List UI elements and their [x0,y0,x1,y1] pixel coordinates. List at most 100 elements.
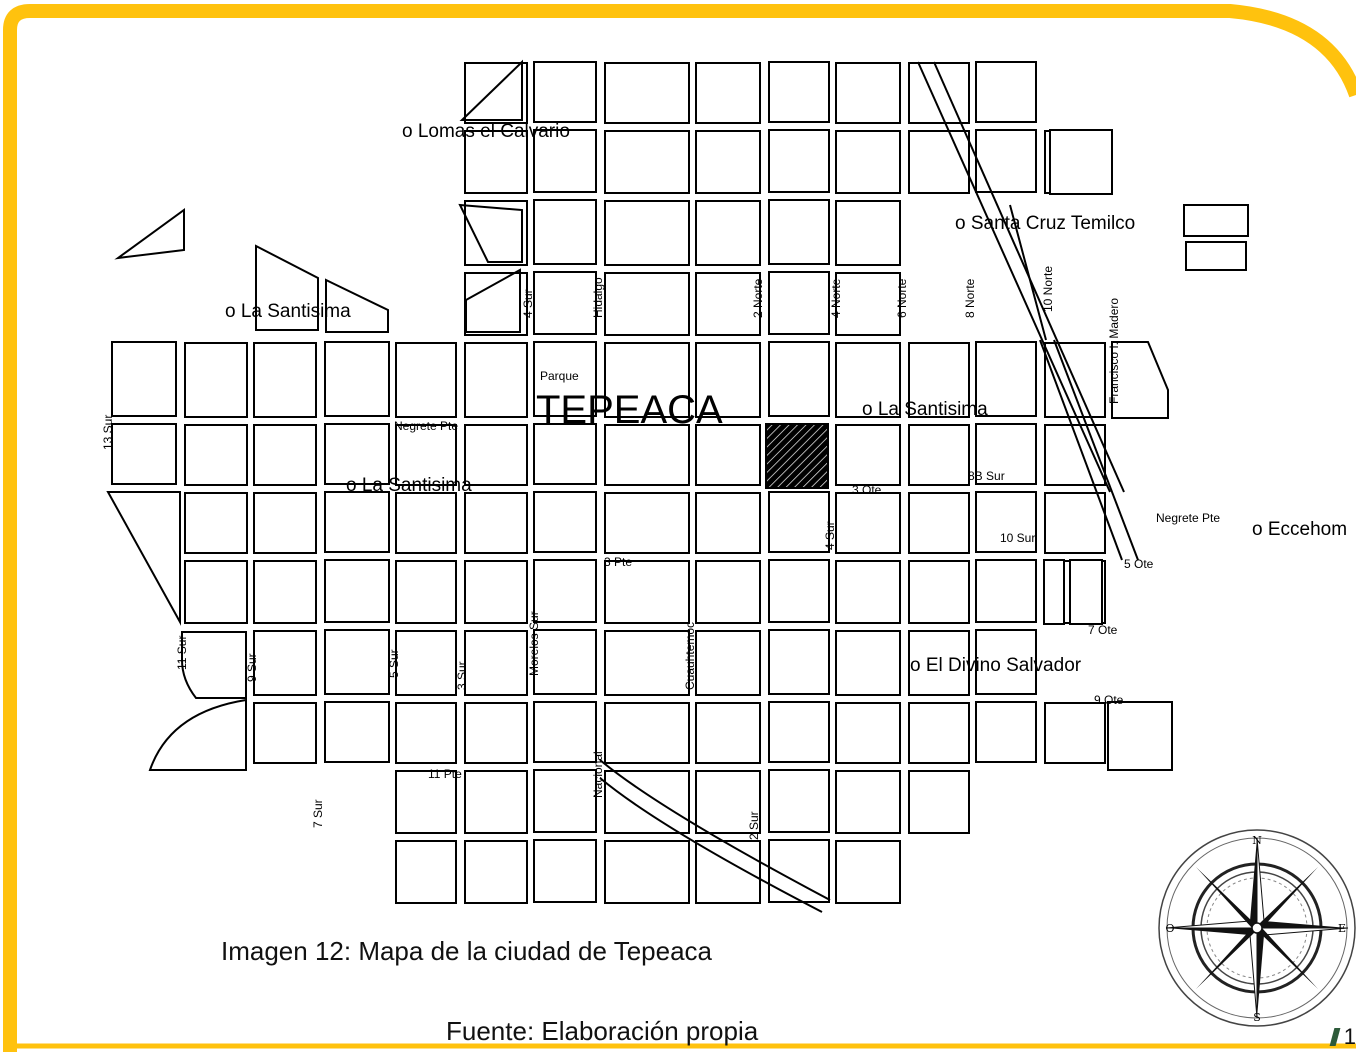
city-block [533,129,597,193]
city-block [908,630,970,696]
city-block [835,424,901,486]
city-block [768,629,830,695]
city-block [908,702,970,764]
hatched-block [765,423,829,489]
place-label: o El Divino Salvador [910,655,1082,676]
compass-west: O [1165,922,1174,935]
city-block [324,491,390,553]
city-block [768,61,830,123]
city-block [695,424,761,486]
city-block [835,560,901,624]
city-block [695,770,761,834]
street-label: 2 Sur [747,811,761,840]
city-block [1044,702,1106,764]
street-label: 4 Norte [829,278,843,318]
page-number: 1 [1343,1024,1356,1049]
city-block [768,199,830,265]
city-block [324,559,390,623]
city-block [975,629,1037,695]
city-block [533,559,597,623]
city-block [395,342,457,418]
street-label: 13 Sur [101,414,115,450]
city-block [1043,559,1065,625]
city-block [604,342,690,418]
city-block [464,840,528,904]
city-block [975,129,1037,193]
city-block [835,630,901,696]
city-block [464,424,528,486]
street-label: 5 Ote [1124,557,1154,571]
city-block [768,491,830,553]
city-block [768,341,830,417]
street-label: 4 Sur [521,289,535,318]
city-block [324,341,390,417]
city-block [464,342,528,418]
street-label: 9 Ote [1094,693,1124,707]
compass-east: E [1338,922,1346,935]
street-label: 7 Sur [311,799,325,828]
city-block [184,492,248,554]
city-block [184,342,248,418]
city-block [464,200,528,266]
city-block [768,559,830,623]
city-block [768,839,830,903]
city-block [975,559,1037,623]
city-block [1044,492,1106,554]
city-block [975,61,1037,123]
street-label: 6 Norte [895,278,909,318]
city-block [253,702,317,764]
city-block [395,770,457,834]
city-block [395,424,457,486]
city-block [975,491,1037,553]
city-block [975,423,1037,485]
city-block [768,129,830,193]
city-block [253,630,317,696]
city-block [695,492,761,554]
street-label: 5 Sur [387,649,401,678]
city-block [533,271,597,335]
place-label: o La Santisima [862,399,988,420]
city-block [908,560,970,624]
city-block [253,342,317,418]
street-label: 11 Sur [175,635,189,670]
city-block [835,702,901,764]
street-label: Morelos Sur [527,611,541,676]
city-block [533,769,597,833]
figure-source: Fuente: Elaboración propia [446,1016,759,1046]
compass-south: S [1253,1011,1261,1024]
city-block [111,423,177,485]
city-block [604,130,690,194]
city-block [604,560,690,624]
city-block [604,62,690,124]
city-block [695,560,761,624]
city-block [533,423,597,485]
city-label: TEPEACA [536,388,723,432]
city-block [695,200,761,266]
street-label: 8B Sur [968,469,1005,483]
city-block [835,492,901,554]
city-block [533,491,597,553]
street-label: Negrete Pte [1156,511,1221,525]
city-block [975,701,1037,763]
city-block [184,560,248,624]
street-label: Nacional [591,751,605,798]
street-label: 10 Sur [1000,531,1036,545]
city-block [533,629,597,695]
city-block [604,424,690,486]
street-label: 10 Norte [1041,265,1055,312]
city-block [111,341,177,417]
city-block [695,630,761,696]
place-label: o Lomas el Calvario [402,121,570,142]
city-block [464,702,528,764]
city-block [464,770,528,834]
street-label: 11 Pte [428,767,462,781]
street-label: Negrete Pte [394,419,459,433]
city-block [604,630,690,696]
city-block [324,701,390,763]
place-label: o La Santisima [346,475,472,496]
city-block [695,130,761,194]
city-block [604,492,690,554]
city-block [533,199,597,265]
